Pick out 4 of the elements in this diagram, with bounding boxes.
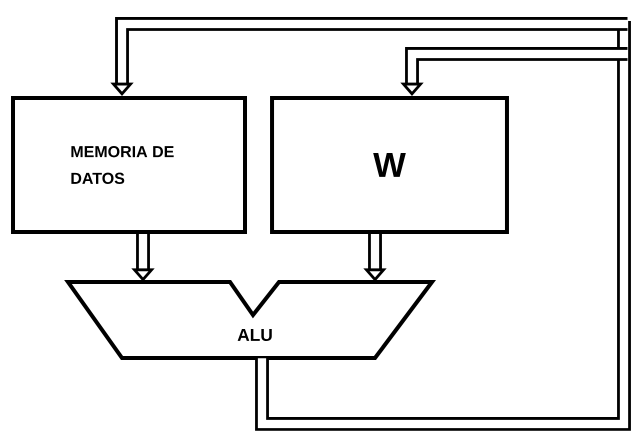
alu-label: ALU [238, 328, 272, 342]
memory-box: MEMORIA DE DATOS [11, 96, 247, 234]
register-box: W [270, 96, 509, 234]
bus-line [255, 21, 631, 431]
